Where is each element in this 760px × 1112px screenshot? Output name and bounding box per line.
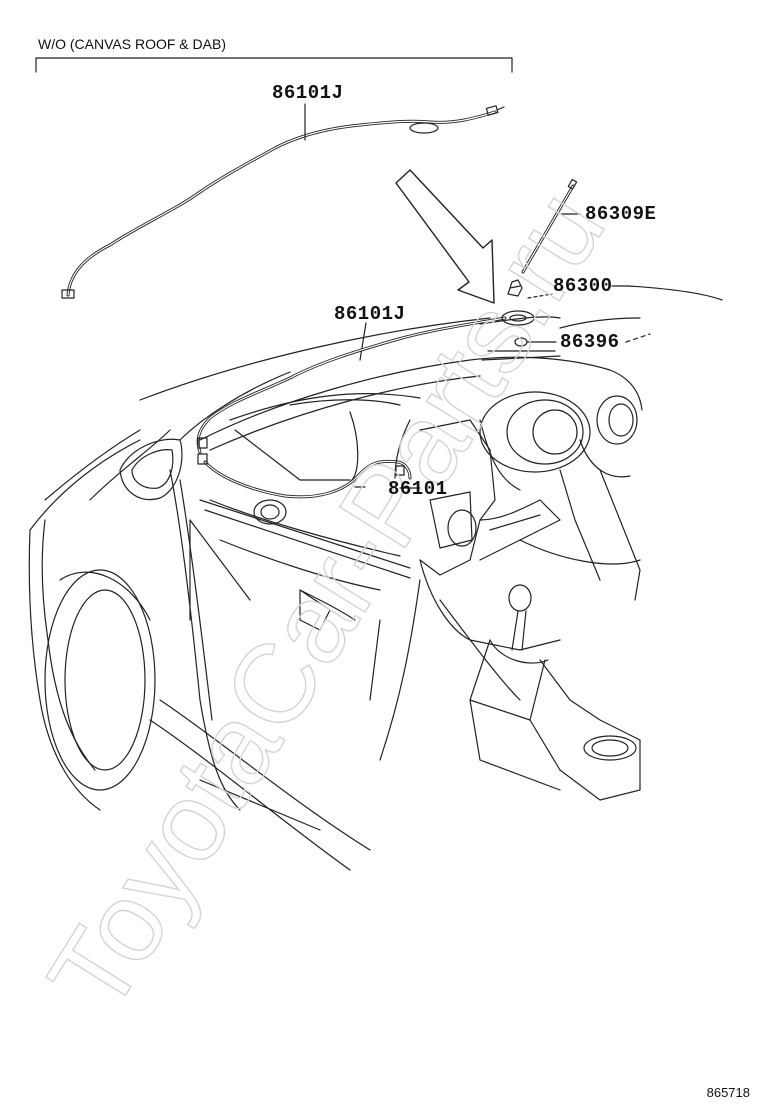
location-arrow [395, 169, 495, 304]
antenna-cord-upper-drawing [61, 105, 505, 299]
center-console [419, 419, 561, 651]
cup-holder [469, 659, 641, 801]
left-vent [119, 438, 183, 501]
front-wheel [28, 519, 156, 811]
right-vent [579, 395, 638, 478]
shift-lever [469, 584, 549, 721]
antenna-pad-drawing [514, 337, 557, 347]
part-label-antenna-base: 86300 [553, 275, 613, 297]
condition-note: W/O (CANVAS ROOF & DAB) [38, 36, 226, 52]
part-label-antenna-pad: 86396 [560, 331, 620, 353]
antenna-cord-lower-drawing [196, 310, 535, 454]
part-label-antenna-cord-upper: 86101J [272, 82, 344, 104]
antenna-base-drawing [507, 279, 553, 299]
figure-number: 865718 [706, 1085, 750, 1100]
instrument-cluster [479, 391, 591, 491]
part-label-antenna-cord-main: 86101 [388, 478, 448, 500]
part-label-antenna-cord-lower: 86101J [334, 303, 406, 325]
part-label-antenna-pole: 86309E [585, 203, 657, 225]
condition-bracket [35, 57, 513, 73]
antenna-pole-drawing [521, 178, 578, 274]
antenna-cord-main-drawing [197, 437, 412, 499]
